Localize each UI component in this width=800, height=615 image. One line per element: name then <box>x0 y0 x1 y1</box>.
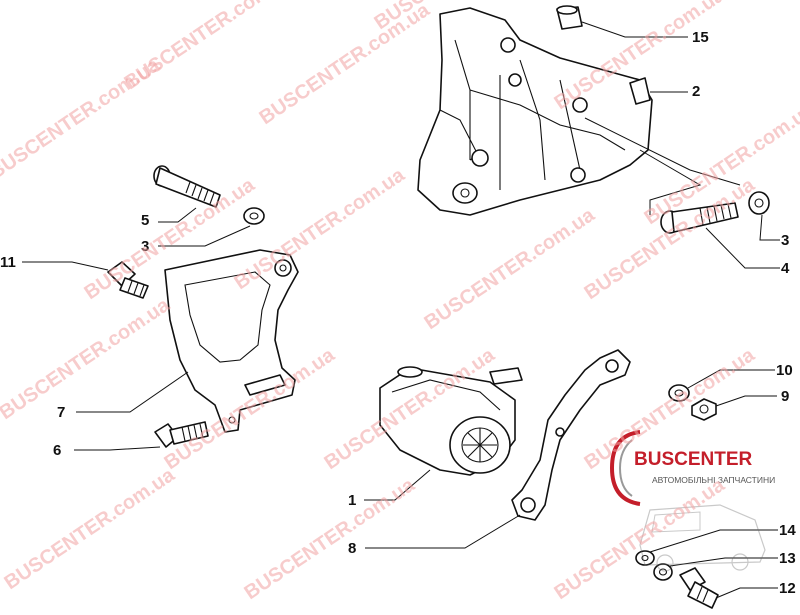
watermark-text: BUSCENTER.com.ua <box>240 474 419 605</box>
watermark-text: BUSCENTER.com.ua <box>0 464 179 595</box>
callout-14: 14 <box>779 522 796 539</box>
part-3-washer-left <box>158 207 265 247</box>
callout-11: 11 <box>0 254 16 271</box>
callout-10: 10 <box>776 362 793 379</box>
callout-3-right: 3 <box>781 232 789 249</box>
part-1-vacuum-pump <box>364 366 523 501</box>
logo-name: BUSCENTER <box>634 449 753 470</box>
callout-5: 5 <box>141 212 149 229</box>
watermark-text: BUSCENTER.com.ua <box>0 294 174 425</box>
part-5-bolt <box>153 165 221 223</box>
logo-subtitle: АВТОМОБІЛЬНІ ЗАПЧАСТИНИ <box>652 475 775 485</box>
part-3-washer-right <box>748 191 780 241</box>
part-2-main-bracket <box>417 7 741 216</box>
part-12-bolt <box>679 567 778 609</box>
van-icon <box>639 504 766 572</box>
watermark-text: BUSCENTER.com.ua <box>255 0 434 129</box>
callout-9: 9 <box>781 388 789 405</box>
part-10-washer <box>668 369 775 402</box>
callouts: 15 2 5 3 11 3 4 7 10 9 6 1 8 14 13 12 <box>0 29 796 597</box>
part-9-nut <box>691 395 777 421</box>
watermark-text: BUSCENTER.com.ua <box>550 474 729 605</box>
part-15-bushing <box>556 5 688 38</box>
part-11-bolt <box>22 261 149 299</box>
part-4-bolt <box>660 202 780 269</box>
part-13-washer <box>653 557 778 581</box>
part-14-washer <box>635 529 778 566</box>
callout-3-left: 3 <box>141 238 149 255</box>
callout-13: 13 <box>779 550 796 567</box>
callout-4: 4 <box>781 260 790 277</box>
buscenter-logo: BUSCENTER АВТОМОБІЛЬНІ ЗАПЧАСТИНИ <box>609 430 775 572</box>
callout-7: 7 <box>57 404 65 421</box>
watermark-text: BUSCENTER.com.ua <box>420 204 599 335</box>
callout-15: 15 <box>692 29 709 46</box>
callout-6: 6 <box>53 442 61 459</box>
part-7-bracket-plate <box>76 249 299 433</box>
callout-8: 8 <box>348 540 356 557</box>
watermark-text: BUSCENTER.com.ua <box>0 54 164 185</box>
part-8-link-arm <box>365 349 631 549</box>
callout-2: 2 <box>692 83 700 100</box>
callout-1: 1 <box>348 492 356 509</box>
part-6-bolt <box>74 421 209 451</box>
callout-12: 12 <box>779 580 796 597</box>
watermark-text: BUSCENTER.com.ua <box>230 164 409 295</box>
